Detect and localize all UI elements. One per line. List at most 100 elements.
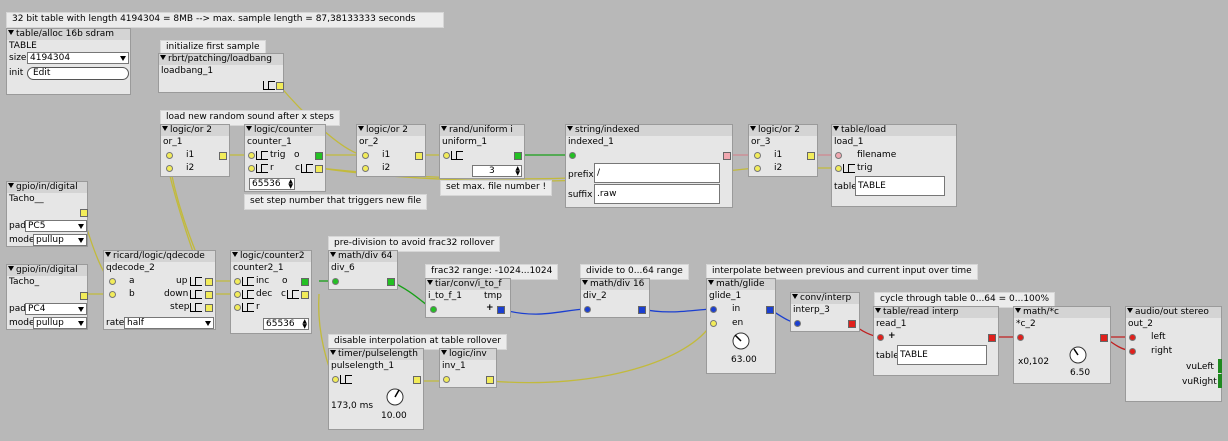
inlet-r[interactable] [248, 165, 255, 172]
outlet-c[interactable] [315, 165, 323, 173]
outlet-out[interactable] [723, 152, 731, 160]
inlet-dec[interactable] [234, 291, 241, 298]
collapse-icon[interactable] [441, 350, 447, 355]
collapse-icon[interactable] [330, 350, 336, 355]
outlet-v[interactable] [514, 152, 522, 160]
count-spinner[interactable]: 65536▲▼ [249, 178, 295, 190]
inlet-trig[interactable] [443, 152, 450, 159]
count-spinner[interactable]: 65536▲▼ [263, 318, 309, 330]
gpio1-object[interactable]: gpio/in/digital Tacho__ pad PC5 mode pul… [6, 181, 88, 247]
collapse-icon[interactable] [441, 126, 447, 131]
pad-dropdown[interactable]: PC4 [25, 303, 87, 315]
indexed-object[interactable]: string/indexed indexed_1 prefix / suffix… [565, 124, 733, 208]
inv-object[interactable]: logic/inv inv_1 [439, 348, 497, 388]
div16-object[interactable]: math/div 16 div_2 [580, 278, 650, 318]
inlet-in[interactable] [430, 306, 437, 313]
or1-object[interactable]: logic/or 2 or_1 i1 i2 [160, 124, 230, 177]
collapse-icon[interactable] [427, 280, 433, 285]
outlet-o[interactable] [413, 376, 421, 384]
collapse-icon[interactable] [232, 252, 238, 257]
inlet-left[interactable] [1129, 334, 1136, 341]
collapse-icon[interactable] [1015, 308, 1021, 313]
amp-knob[interactable] [1068, 345, 1088, 365]
uniform-object[interactable]: rand/uniform i uniform_1 3▲▼ [439, 124, 525, 179]
edit-button[interactable]: Edit [27, 67, 129, 80]
collapse-icon[interactable] [833, 126, 839, 131]
outlet-o[interactable] [315, 152, 323, 160]
collapse-icon[interactable] [708, 280, 714, 285]
outlet-out[interactable] [497, 306, 505, 314]
rate-dropdown[interactable]: half [124, 317, 214, 329]
inlet-in[interactable] [332, 278, 339, 285]
suffix-field[interactable]: .raw [594, 184, 720, 204]
div64-object[interactable]: math/div 64 div_6 [328, 250, 398, 290]
collapse-icon[interactable] [8, 266, 14, 271]
itof-object[interactable]: tiar/conv/i_to_f i_to_f_1 tmp + [425, 278, 511, 318]
mathc-object[interactable]: math/*c *c_2 x0,102 6.50 [1013, 306, 1111, 384]
inlet-in[interactable] [794, 320, 801, 327]
mode-dropdown[interactable]: pullup [33, 317, 87, 329]
outlet-up[interactable] [205, 278, 213, 286]
inlet-i2[interactable] [166, 165, 173, 172]
inlet-pos[interactable] [877, 334, 884, 341]
outlet-o[interactable] [415, 152, 423, 160]
collapse-icon[interactable] [1127, 308, 1133, 313]
outlet-bool[interactable] [276, 82, 284, 90]
table-load-object[interactable]: table/load load_1 filename trig table TA… [831, 124, 957, 207]
inlet-i2[interactable] [754, 165, 761, 172]
inlet-en[interactable] [710, 320, 717, 327]
collapse-icon[interactable] [162, 126, 168, 131]
qdecode-object[interactable]: ricard/logic/qdecode qdecode_2 a b up do… [103, 250, 216, 330]
table-field[interactable]: TABLE [855, 176, 945, 196]
collapse-icon[interactable] [358, 126, 364, 131]
inlet-a[interactable] [109, 278, 116, 285]
outlet-o[interactable] [219, 152, 227, 160]
interp-object[interactable]: conv/interp interp_3 [790, 292, 860, 332]
outlet-down[interactable] [205, 291, 213, 299]
inlet-b[interactable] [109, 291, 116, 298]
outlet-out[interactable] [638, 306, 646, 314]
outlet-o[interactable] [301, 278, 309, 286]
table-field[interactable]: TABLE [897, 345, 987, 365]
pad-dropdown[interactable]: PC5 [25, 220, 87, 232]
collapse-icon[interactable] [246, 126, 252, 131]
table-alloc-object[interactable]: table/alloc 16b sdram TABLE size 4194304… [6, 28, 131, 95]
time-knob[interactable] [731, 331, 751, 351]
gpio2-object[interactable]: gpio/in/digital Tacho_ pad PC4 mode pull… [6, 264, 88, 330]
collapse-icon[interactable] [792, 294, 798, 299]
collapse-icon[interactable] [8, 30, 14, 35]
counter-object[interactable]: logic/counter counter_1 trig o r c 65536… [244, 124, 326, 192]
outlet-out[interactable] [1100, 334, 1108, 342]
outlet-o[interactable] [80, 292, 88, 300]
collapse-icon[interactable] [567, 126, 573, 131]
collapse-icon[interactable] [330, 252, 336, 257]
inlet-filename[interactable] [835, 152, 842, 159]
audio-out-object[interactable]: audio/out stereo out_2 left right vuLeft… [1125, 306, 1222, 402]
loadbang-object[interactable]: rbrt/patching/loadbang loadbang_1 [158, 53, 284, 93]
inlet-i[interactable] [443, 376, 450, 383]
outlet-c[interactable] [301, 291, 309, 299]
pulselength-object[interactable]: timer/pulselength pulselength_1 173,0 ms… [328, 348, 424, 430]
collapse-icon[interactable] [8, 183, 14, 188]
inlet-trig[interactable] [248, 152, 255, 159]
inlet-in[interactable] [1017, 334, 1024, 341]
delay-knob[interactable] [385, 387, 405, 407]
outlet-out[interactable] [387, 278, 395, 286]
inlet-i1[interactable] [362, 152, 369, 159]
collapse-icon[interactable] [160, 55, 166, 60]
collapse-icon[interactable] [875, 308, 881, 313]
inlet-inc[interactable] [234, 278, 241, 285]
inlet-i1[interactable] [166, 152, 173, 159]
outlet-out[interactable] [766, 306, 774, 314]
collapse-icon[interactable] [105, 252, 111, 257]
size-dropdown[interactable]: 4194304 [27, 52, 129, 64]
inlet-in[interactable] [710, 306, 717, 313]
inlet-in[interactable] [584, 306, 591, 313]
outlet-step[interactable] [205, 304, 213, 312]
collapse-icon[interactable] [750, 126, 756, 131]
max-spinner[interactable]: 3▲▼ [472, 165, 522, 177]
inlet-trig[interactable] [332, 376, 339, 383]
counter2-object[interactable]: logic/counter2 counter2_1 inc o dec c r … [230, 250, 312, 334]
outlet-o[interactable] [807, 152, 815, 160]
